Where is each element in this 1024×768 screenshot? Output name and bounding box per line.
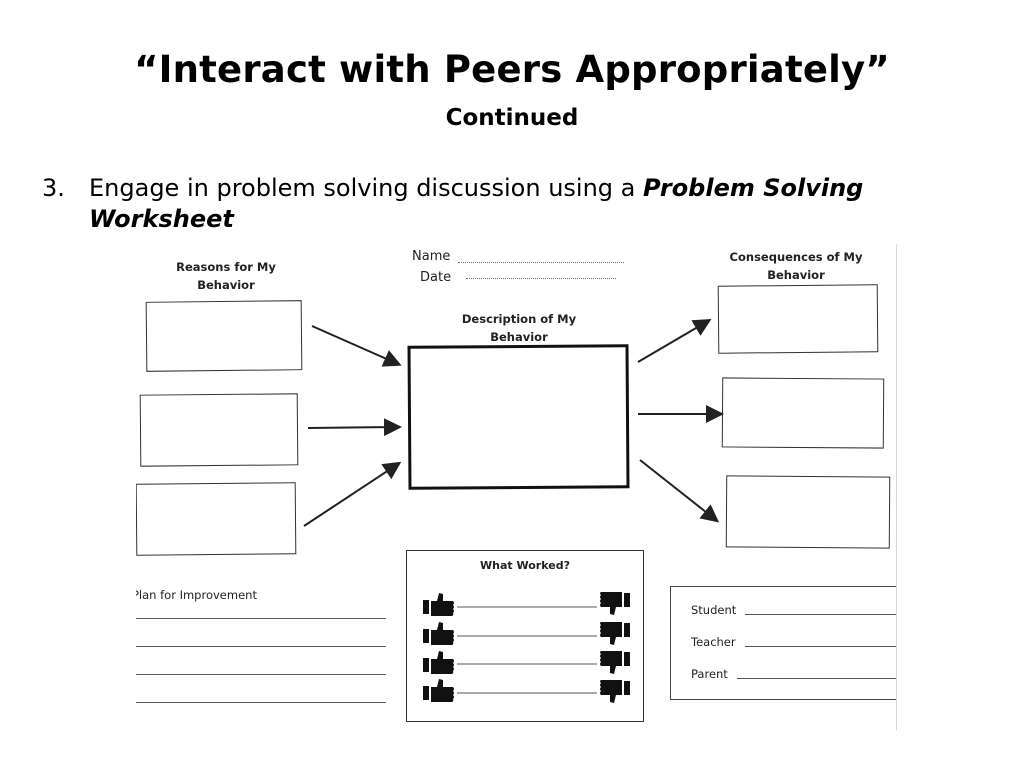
parent-label: Parent	[691, 667, 728, 681]
what-worked-row-1	[423, 592, 630, 616]
arrow-reason-2	[307, 418, 402, 437]
thumbs-down-icon	[600, 592, 630, 615]
teacher-label: Teacher	[691, 635, 736, 649]
date-line	[466, 278, 616, 279]
thumbs-down-icon	[600, 680, 630, 703]
point-emphasis: Problem Solving Worksheet	[89, 174, 864, 233]
thumbs-down-icon	[600, 622, 630, 645]
thumbs-up-icon	[423, 622, 454, 645]
student-signature-line	[745, 614, 896, 615]
point-number: 3.	[42, 174, 65, 202]
plan-line-3	[136, 674, 386, 675]
slide-title: “Interact with Peers Appropriately”	[134, 48, 890, 91]
what-worked-rows	[423, 592, 630, 703]
thumbs-up-icon	[423, 679, 454, 702]
plan-label: Plan for Improvement	[136, 588, 257, 602]
what-worked-label: What Worked?	[480, 559, 570, 572]
point-text-block: Engage in problem solving discussion usi…	[89, 173, 929, 235]
thumbs-up-icon	[423, 651, 454, 674]
point-text: Engage in problem solving discussion usi…	[89, 174, 643, 202]
signature-panel: Student Teacher Parent	[670, 586, 896, 700]
student-label: Student	[691, 603, 737, 617]
worksheet-arrows	[303, 318, 724, 527]
arrow-reason-1	[311, 325, 402, 367]
arrow-consequence-3	[639, 459, 720, 523]
what-worked-row-2	[423, 622, 630, 645]
name-line	[458, 262, 624, 263]
arrow-reason-3	[303, 461, 402, 527]
reasons-label: Reasons for My Behavior	[176, 260, 276, 292]
plan-line-1	[136, 618, 386, 619]
thumbs-down-icon	[600, 651, 630, 674]
description-label: Description of My Behavior	[461, 312, 577, 344]
parent-signature-line	[737, 678, 896, 679]
slide-subtitle: Continued	[445, 105, 579, 131]
problem-solving-worksheet: Name Date Reasons for My Behavior Descri…	[136, 244, 897, 730]
teacher-signature-line	[745, 646, 896, 647]
thumbs-up-icon	[423, 593, 454, 616]
what-worked-panel: What Worked?	[406, 550, 644, 722]
plan-line-4	[136, 702, 386, 703]
plan-line-2	[136, 646, 386, 647]
what-worked-row-4	[423, 679, 630, 703]
date-label: Date	[420, 270, 452, 285]
consequences-label: Consequences of My Behavior	[729, 250, 863, 282]
what-worked-row-3	[423, 651, 630, 674]
arrow-consequence-1	[637, 318, 712, 363]
name-label: Name	[412, 249, 451, 264]
